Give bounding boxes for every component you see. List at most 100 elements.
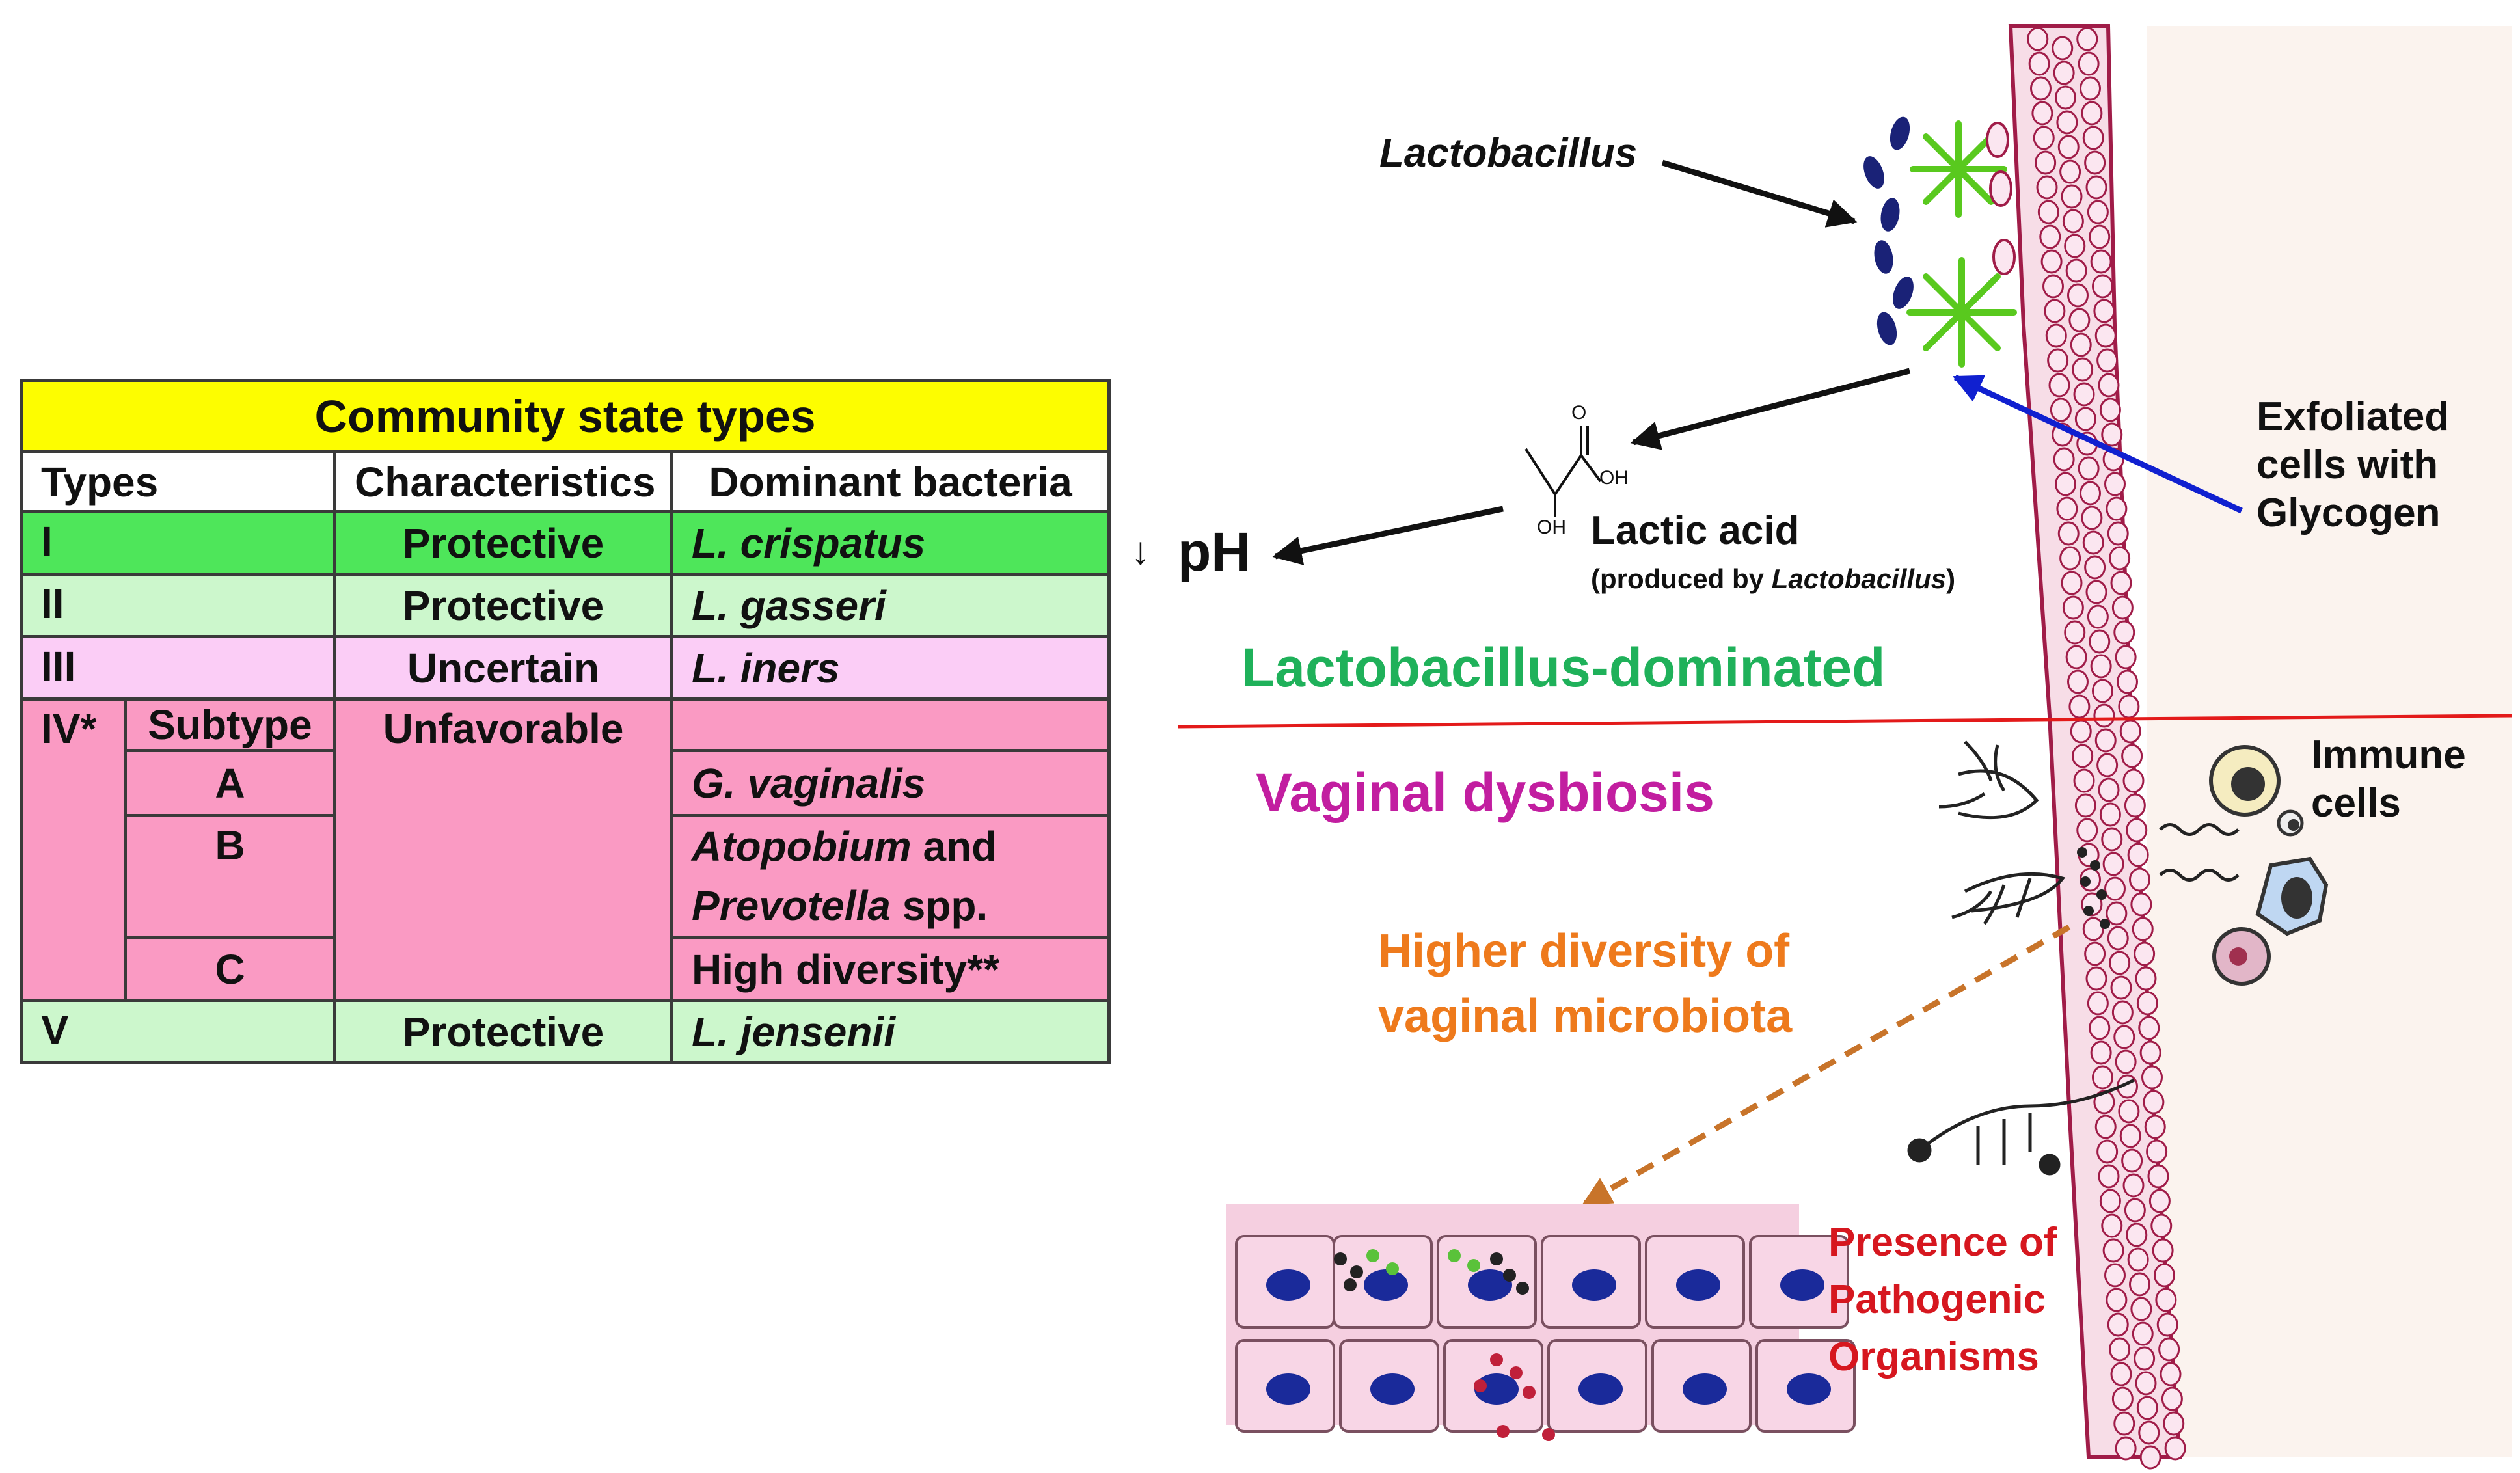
characteristic-cell: Protective (333, 573, 673, 638)
epithelial-cell (2109, 1337, 2131, 1362)
characteristic-cell: Unfavorable (333, 697, 673, 1002)
epithelial-cell (2102, 852, 2124, 876)
epithelial-cell (2073, 382, 2095, 407)
epithelial-cell (2134, 941, 2156, 966)
epithelial-cell (2081, 101, 2103, 126)
epithelial-cell (2101, 827, 2123, 852)
epithelial-cell (2104, 876, 2126, 901)
header-characteristics: Characteristics (333, 450, 673, 513)
epithelial-cell (2124, 793, 2146, 818)
epithelial-cell (2111, 595, 2134, 620)
lactobacillus-label: Lactobacillus (1379, 131, 1638, 176)
sheet-cell-nucleus (1364, 1269, 1408, 1301)
bacterium-dot (1516, 1282, 1529, 1295)
connective-tissue (2147, 26, 2512, 1457)
epithelial-cell (2074, 793, 2096, 818)
epithelial-cell (2076, 27, 2098, 51)
epithelial-cell (2039, 224, 2061, 249)
epithelial-cell (2042, 274, 2064, 299)
epithelial-cell (2101, 1213, 2123, 1238)
epithelial-cell (2134, 1346, 2156, 1371)
epithelial-cell (2152, 1238, 2174, 1263)
epithelial-cell (2048, 373, 2070, 398)
epithelial-cell (2094, 1115, 2117, 1139)
epithelial-cell (2074, 407, 2096, 431)
bacterium-dot (1386, 1262, 1399, 1275)
epithelial-cell (2057, 135, 2080, 159)
diversity-dashed-arrow (1582, 925, 2071, 1206)
epithelial-cell (2106, 496, 2128, 521)
epithelial-cell (2056, 110, 2078, 135)
bacteria-prevotella: Prevotella (692, 882, 891, 930)
bacterium-dot (1344, 1278, 1357, 1291)
epithelial-cell (2040, 249, 2063, 274)
epithelial-cells (2027, 27, 2186, 1470)
lactic-acid-note: (produced by Lactobacillus) (1591, 563, 1955, 595)
epithelial-cell (2139, 1040, 2161, 1065)
subtype-cell: C (124, 936, 336, 1002)
epithelial-cell (2154, 1263, 2175, 1288)
epithelial-sheet-cells (1235, 1235, 1856, 1441)
bacteria-cell: G. vaginalis (670, 749, 1111, 817)
exfoliated-line-1: Exfoliated (2256, 394, 2450, 439)
epithelial-cell (2096, 1139, 2119, 1164)
epithelial-cell (2072, 357, 2094, 382)
pathogen-line-3: Organisms (1828, 1334, 2039, 1379)
bacteria-cell: High diversity** (670, 936, 1111, 1002)
ph-arrow (1272, 506, 1504, 565)
epithelial-cell (2160, 1362, 2182, 1386)
sheet-cell-nucleus (1474, 1373, 1519, 1405)
bacterium-dot (1510, 1366, 1523, 1379)
table-row-iv: IV* Subtype Unfavorable (20, 697, 1111, 1002)
epithelial-cell (2148, 1189, 2171, 1213)
epithelial-cell (2129, 1272, 2150, 1297)
note-italic: Lactobacillus (1771, 563, 1947, 594)
epithelial-cell (2055, 85, 2076, 110)
epithelial-cell (2115, 645, 2137, 669)
epithelial-cell (2136, 1396, 2158, 1420)
epithelial-cell (2070, 719, 2092, 744)
epithelial-cell (2037, 200, 2059, 224)
epithelial-cell (2135, 1371, 2157, 1396)
epithelial-cell (2113, 1411, 2135, 1436)
bacteria-cell-line1: Atopobium and (670, 814, 1111, 876)
table-row-ii: II Protective L. gasseri (20, 573, 1111, 638)
pathogen-organisms (1907, 740, 2240, 1176)
epithelial-cell (2027, 27, 2049, 51)
epithelial-cell (2090, 1040, 2112, 1065)
sheet-cell-nucleus (1266, 1269, 1310, 1301)
bacterium-dot (1523, 1386, 1536, 1399)
epithelial-cell (2053, 61, 2075, 85)
epithelial-cell (2111, 1000, 2134, 1025)
epithelial-cell (2085, 175, 2107, 200)
epithelial-cell (2124, 1198, 2146, 1223)
epithelial-cell (2118, 694, 2140, 719)
exfoliated-label: Exfoliated cells with Glycogen (2256, 393, 2449, 537)
type-cell: III (20, 635, 336, 701)
epithelial-cell (2085, 580, 2107, 604)
sheet-cell-nucleus (1266, 1373, 1310, 1405)
immune-cells-label: Immune cells (2311, 731, 2466, 828)
epithelial-cell (2121, 744, 2143, 768)
sheet-cell-nucleus (1468, 1269, 1512, 1301)
epithelial-cell (2126, 818, 2148, 843)
epithelial-cell (2082, 126, 2104, 150)
bacterium-dot (1542, 1428, 1555, 1441)
exfoliated-cells (1986, 122, 2016, 275)
ph-down-arrow-icon: ↓ (1131, 529, 1150, 573)
epithelial-cell (2132, 917, 2154, 941)
epithelial-cell (2118, 1099, 2140, 1124)
bacteria-cell: L. iners (670, 635, 1111, 701)
epithelial-cell (2107, 1312, 2129, 1337)
epithelial-cell (2092, 274, 2113, 299)
epithelial-cell (2110, 1362, 2132, 1386)
epithelial-cell (2129, 867, 2150, 892)
lactic-acid-structure (1524, 426, 1602, 517)
epithelial-cell (2109, 546, 2131, 571)
type-cell: V (20, 999, 336, 1064)
epithelial-cell (2064, 234, 2086, 258)
epithelial-cell (2053, 447, 2075, 472)
epithelial-cell (2094, 728, 2117, 753)
glycogen-arrow (1952, 374, 2243, 514)
table-row-iii: III Uncertain L. iners (20, 635, 1111, 701)
